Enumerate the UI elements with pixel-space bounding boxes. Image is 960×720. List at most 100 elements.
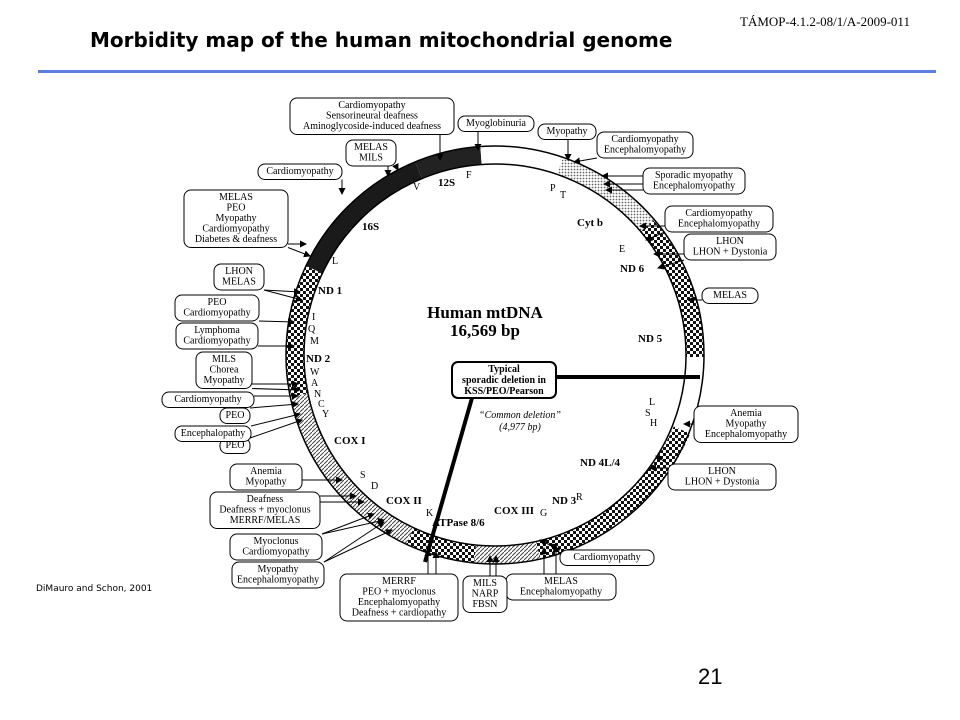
phenotype-label: Aminoglycoside-induced deafness xyxy=(303,121,441,132)
phenotype-label: MELAS xyxy=(544,576,578,587)
phenotype-box: Myoglobinuria xyxy=(457,115,535,132)
phenotype-arrow xyxy=(645,231,666,241)
trna-h: H xyxy=(650,418,657,429)
phenotype-arrow xyxy=(573,157,598,165)
phenotype-arrow xyxy=(655,455,669,465)
phenotype-box-frame xyxy=(229,463,303,491)
gene-cytb: Cyt b xyxy=(577,217,603,229)
phenotype-label: LHON + Dystonia xyxy=(685,477,760,488)
phenotype-label: Encephalomyopathy xyxy=(358,597,440,608)
trna-e: E xyxy=(619,244,625,255)
center-size: 16,569 bp xyxy=(450,321,520,340)
ring-inner-edge xyxy=(303,163,687,547)
phenotype-box: MELAS xyxy=(701,287,759,304)
phenotype-label: Cardiomyopathy xyxy=(183,308,250,319)
phenotype-arrow xyxy=(249,401,299,409)
phenotype-label: MERRF/MELAS xyxy=(230,515,301,526)
deletion-line-1: Typical xyxy=(488,364,520,375)
phenotype-box-frame xyxy=(701,287,759,304)
phenotype-label: Deafness + cardiopathy xyxy=(352,608,447,619)
phenotype-box-frame xyxy=(457,115,535,132)
phenotype-label: MELAS xyxy=(354,142,388,153)
phenotype-label: Anemia xyxy=(730,408,762,419)
phenotype-box-frame xyxy=(462,575,508,613)
phenotype-box-frame xyxy=(174,294,260,322)
ring-segment-12s xyxy=(415,146,482,179)
trna-w: W xyxy=(310,367,320,378)
phenotype-box-frame xyxy=(161,391,255,408)
phenotype-arrow xyxy=(323,529,393,563)
phenotype-label: Cardiomyopathy xyxy=(338,100,405,111)
phenotype-label: Encephalomyopathy xyxy=(604,145,686,156)
phenotype-box-frame xyxy=(339,573,459,622)
phenotype-label: Cardiomyopathy xyxy=(266,166,333,177)
phenotype-label: Cardiomyopathy xyxy=(242,547,309,558)
phenotype-box: PEO xyxy=(219,407,251,424)
phenotype-label: NARP xyxy=(472,589,499,600)
ring-segment-nd4 xyxy=(614,426,691,518)
phenotype-arrow xyxy=(287,247,311,258)
phenotype-label: MERRF xyxy=(382,576,416,587)
phenotype-box-frame xyxy=(231,561,325,589)
phenotype-arrow xyxy=(323,521,385,563)
ring-segment-cox3 xyxy=(474,541,540,564)
deletion-box xyxy=(451,361,557,399)
phenotype-label: Cardiomyopathy xyxy=(174,394,241,405)
phenotype-box: Cardiomyopathy xyxy=(559,549,655,566)
phenotype-label: PEO xyxy=(227,203,246,214)
trna-s2: S xyxy=(645,408,651,419)
page-number: 21 xyxy=(698,664,723,689)
phenotype-label: Myoglobinuria xyxy=(466,118,527,129)
phenotype-box-frame xyxy=(642,167,746,195)
gene-nd1: ND 1 xyxy=(318,285,342,297)
deletion-line-3: KSS/PEO/Pearson xyxy=(464,386,544,397)
phenotype-box-frame xyxy=(559,549,655,566)
phenotype-label: Cardiomyopathy xyxy=(183,336,250,347)
phenotype-label: Myopathy xyxy=(257,564,298,575)
trna-q: Q xyxy=(308,324,316,335)
phenotype-box-frame xyxy=(229,533,323,561)
phenotype-box-frame xyxy=(213,263,265,291)
phenotype-label: Cardiomyopathy xyxy=(611,134,678,145)
phenotype-box-frame xyxy=(345,139,397,167)
phenotype-label: Lymphoma xyxy=(194,325,240,336)
phenotype-box-frame xyxy=(209,491,321,529)
trna-v: V xyxy=(413,182,421,193)
trna-a: A xyxy=(311,378,319,389)
trna-l2: L xyxy=(649,397,655,408)
phenotype-box: Cardiomyopathy xyxy=(257,163,343,180)
phenotype-label: PEO xyxy=(208,297,227,308)
phenotype-label: Myopathy xyxy=(203,375,244,386)
phenotype-label: Encephalomyopathy xyxy=(653,181,735,192)
phenotype-label: LHON xyxy=(716,236,744,247)
phenotype-label: Deafness + myoclonus xyxy=(219,505,310,516)
phenotype-label: Encephalomyopathy xyxy=(237,575,319,586)
phenotype-label: FBSN xyxy=(472,599,497,610)
phenotype-arrow xyxy=(263,289,303,302)
trna-f: F xyxy=(466,170,472,181)
gene-nd6: ND 6 xyxy=(620,263,645,275)
phenotype-label: MELAS xyxy=(219,192,253,203)
deletion-line-left xyxy=(423,397,474,563)
phenotype-box-frame xyxy=(667,463,777,491)
gene-atpase: ATPase 8/6 xyxy=(432,517,485,529)
phenotype-box-frame xyxy=(195,351,253,389)
phenotype-arrow xyxy=(321,517,385,535)
trna-g: G xyxy=(540,508,547,519)
trna-n: N xyxy=(314,389,321,400)
phenotype-label: LHON + Dystonia xyxy=(693,247,768,258)
phenotype-box-frame xyxy=(183,189,289,248)
phenotype-label: Encephalomyopathy xyxy=(678,219,760,230)
trna-s1: S xyxy=(360,470,366,481)
